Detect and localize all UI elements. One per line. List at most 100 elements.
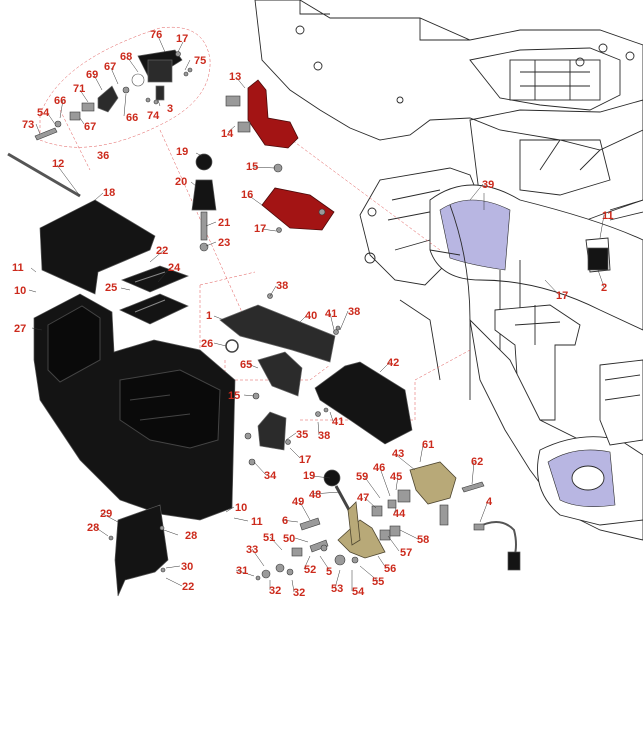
callout-68: 68 — [120, 51, 132, 63]
gasket-plates — [119, 265, 189, 325]
callout-59: 59 — [356, 471, 368, 483]
callout-45: 45 — [390, 471, 402, 483]
callout-27: 27 — [14, 323, 26, 335]
callout-20: 20 — [175, 176, 187, 188]
callout-17b: 17 — [254, 223, 266, 235]
callout-19: 19 — [176, 146, 188, 158]
mount-bracket-40 — [219, 293, 341, 363]
callout-17c: 17 — [299, 454, 311, 466]
callout-35: 35 — [296, 429, 308, 441]
callout-14: 14 — [221, 128, 234, 140]
callout-31: 31 — [236, 565, 248, 577]
callout-47: 47 — [357, 492, 369, 504]
callout-41b: 41 — [332, 416, 344, 428]
callout-25: 25 — [105, 282, 117, 294]
callout-32b: 32 — [293, 587, 305, 599]
callout-38c: 38 — [318, 430, 330, 442]
red-plate-16 — [261, 163, 335, 233]
callout-71: 71 — [73, 83, 85, 95]
bracket-65 — [244, 351, 329, 466]
callout-67b: 67 — [84, 121, 96, 133]
callout-55: 55 — [372, 576, 384, 588]
rod-part — [7, 152, 81, 198]
callout-41: 41 — [325, 308, 337, 320]
callout-16: 16 — [241, 189, 253, 201]
bracket-assembly — [34, 49, 193, 141]
shift-boot-assembly — [191, 153, 217, 252]
callout-56: 56 — [384, 563, 396, 575]
console-cover — [39, 199, 156, 295]
callout-75: 75 — [194, 55, 206, 67]
callout-40: 40 — [305, 310, 317, 322]
callout-33: 33 — [246, 544, 258, 556]
callout-44: 44 — [393, 508, 406, 520]
callout-18: 18 — [103, 187, 115, 199]
callout-39: 39 — [482, 179, 494, 191]
callout-65: 65 — [240, 359, 252, 371]
cover-42 — [314, 361, 413, 445]
callout-67: 67 — [104, 61, 116, 73]
callout-30: 30 — [181, 561, 193, 573]
callout-22: 22 — [156, 245, 168, 257]
callout-50: 50 — [283, 533, 295, 545]
callout-23: 23 — [218, 237, 230, 249]
callout-12: 12 — [52, 158, 64, 170]
callout-76: 76 — [150, 29, 162, 41]
callout-57: 57 — [400, 547, 412, 559]
callout-10: 10 — [14, 285, 26, 297]
callout-3: 3 — [167, 103, 173, 115]
callout-62: 62 — [471, 456, 483, 468]
callout-73: 73 — [22, 119, 34, 131]
callout-58: 58 — [417, 534, 429, 546]
callout-leaders — [28, 35, 605, 593]
callout-17: 17 — [176, 33, 188, 45]
callout-32: 32 — [269, 585, 281, 597]
callout-19b: 19 — [303, 470, 315, 482]
main-console-27 — [33, 293, 236, 521]
callout-26: 26 — [201, 338, 213, 350]
callout-61: 61 — [422, 439, 434, 451]
callout-17d: 17 — [556, 290, 568, 302]
callout-51: 51 — [263, 532, 275, 544]
callout-2: 2 — [601, 282, 607, 294]
lever-assembly — [255, 461, 485, 581]
callout-21: 21 — [218, 217, 230, 229]
callout-66b: 66 — [54, 95, 66, 107]
cable-4 — [473, 521, 521, 571]
callout-42: 42 — [387, 357, 399, 369]
callout-6: 6 — [282, 515, 288, 527]
callout-34: 34 — [264, 470, 277, 482]
callout-54: 54 — [37, 107, 50, 119]
callout-28b: 28 — [185, 530, 197, 542]
callout-36: 36 — [97, 150, 109, 162]
tractor-frame — [254, 0, 643, 541]
callout-74: 74 — [147, 110, 160, 122]
callout-54b: 54 — [352, 586, 365, 598]
callout-11c: 11 — [251, 516, 263, 528]
callout-11b: 11 — [602, 210, 614, 222]
callout-69: 69 — [86, 69, 98, 81]
side-panel-29 — [114, 504, 169, 597]
callout-52: 52 — [304, 564, 316, 576]
callout-24: 24 — [168, 262, 181, 274]
callout-22b: 22 — [182, 581, 194, 593]
callout-13: 13 — [229, 71, 241, 83]
callout-11: 11 — [12, 262, 24, 274]
callout-28: 28 — [87, 522, 99, 534]
callout-66: 66 — [126, 112, 138, 124]
callout-5: 5 — [326, 566, 332, 578]
callout-43: 43 — [392, 448, 404, 460]
callout-15: 15 — [246, 161, 258, 173]
callout-numbers: 76 17 68 75 67 69 71 3 66 74 54 66 73 67… — [12, 29, 614, 599]
callout-38b: 38 — [348, 306, 360, 318]
callout-49: 49 — [292, 496, 304, 508]
red-bracket-13 — [225, 79, 299, 149]
callout-15b: 15 — [228, 390, 240, 402]
callout-38: 38 — [276, 280, 288, 292]
callout-1: 1 — [206, 310, 212, 322]
callout-46: 46 — [373, 462, 385, 474]
callout-29: 29 — [100, 508, 112, 520]
callout-48: 48 — [309, 489, 321, 501]
callout-10b: 10 — [235, 502, 247, 514]
